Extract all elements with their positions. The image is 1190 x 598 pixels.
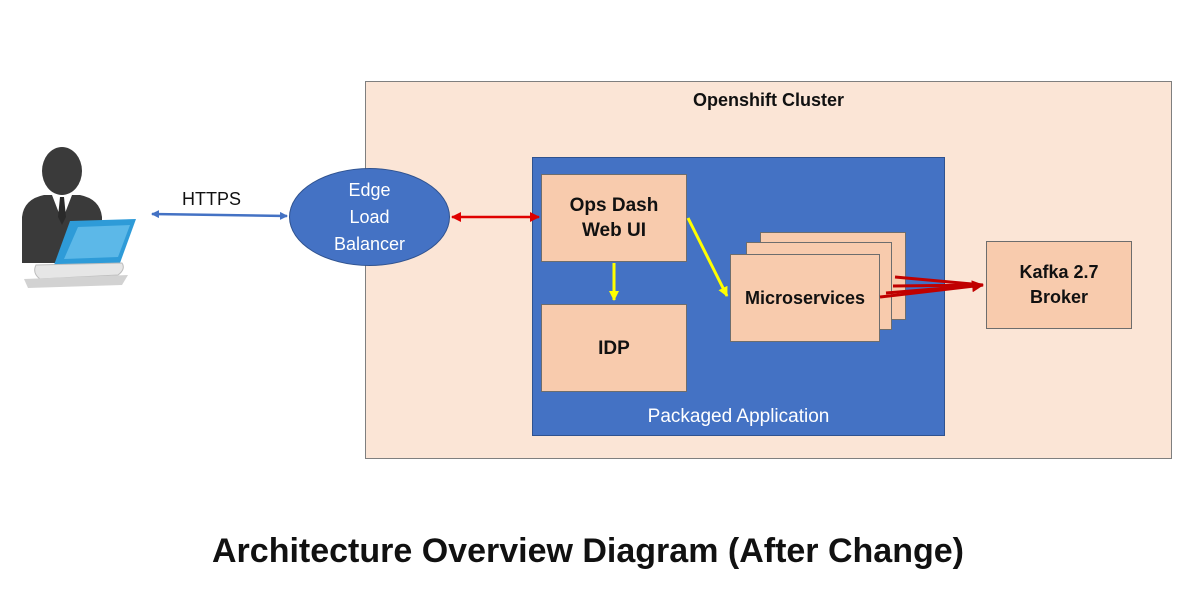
idp-label: IDP [598,337,630,359]
user-at-laptop-icon [22,147,136,288]
idp-node: IDP [541,304,687,392]
https-label: HTTPS [182,189,242,209]
https-arrow [151,210,288,220]
edge-lb-line2: Load [349,206,390,227]
microservices-node: Microservices [730,254,880,342]
edge-lb-line1: Edge [348,179,391,200]
cluster-title: Openshift Cluster [692,90,844,110]
diagram-caption: Architecture Overview Diagram (After Cha… [212,532,964,570]
opsdash-to-microservices-arrow [686,217,729,297]
edge-load-balancer: Edge Load Balancer [289,168,450,266]
kafka-line2: Broker [1029,287,1089,307]
ops-dash-line2: Web UI [581,220,647,241]
edge-lb-line3: Balancer [333,233,406,254]
kafka-broker-node: Kafka 2.7 Broker [986,241,1132,329]
ops-dash-line1: Ops Dash [569,195,659,216]
microservices-label: Microservices [744,287,866,308]
microservices-to-kafka-arrows [879,275,984,299]
packaged-application-label: Packaged Application [647,406,830,427]
kafka-line1: Kafka 2.7 [1019,262,1099,282]
ops-dash-node: Ops Dash Web UI [541,174,687,262]
